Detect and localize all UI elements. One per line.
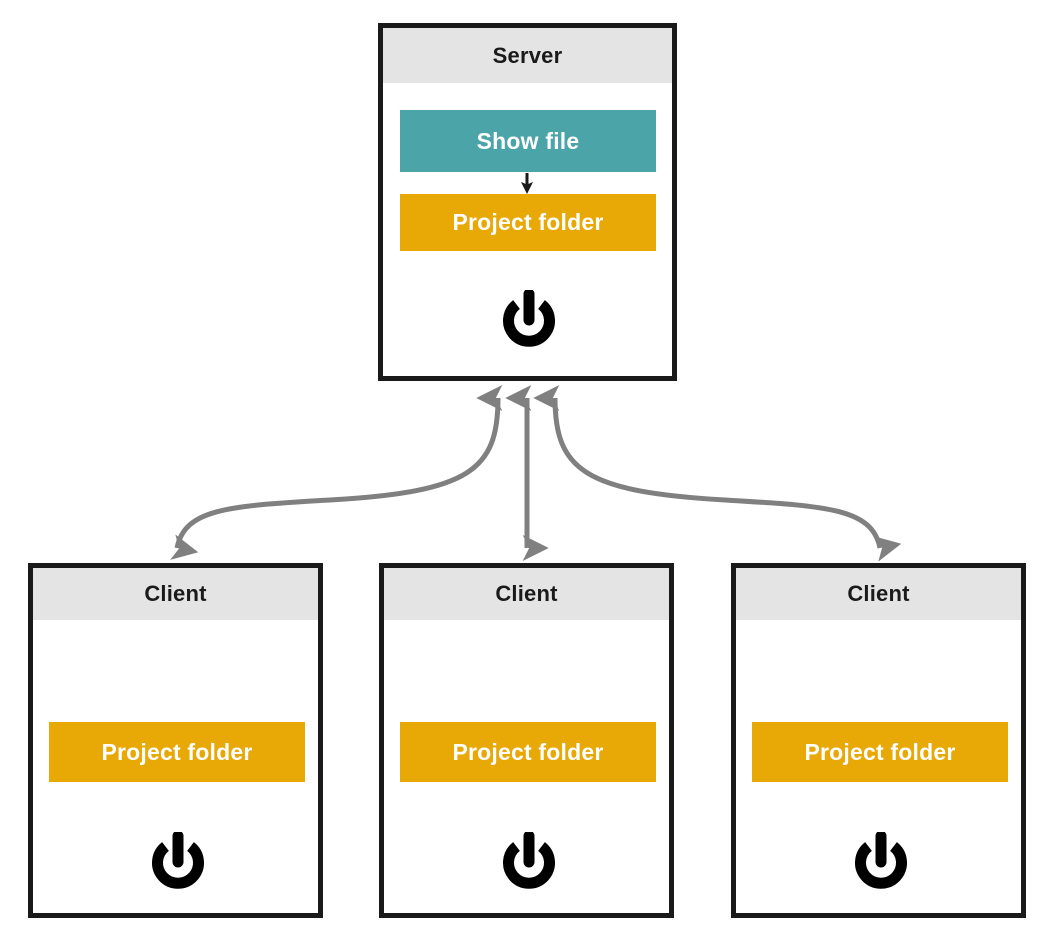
client-box-2[interactable]: Client Project folder	[379, 563, 674, 918]
client-1-project-folder-label: Project folder	[101, 738, 253, 765]
client-box-3[interactable]: Client Project folder	[731, 563, 1026, 918]
server-header: Server	[383, 28, 672, 83]
client-2-project-folder-label: Project folder	[452, 738, 604, 765]
show-file-to-project-folder-arrow	[521, 173, 533, 194]
client-2-project-folder-bar[interactable]: Project folder	[400, 722, 656, 782]
client-1-header: Client	[33, 568, 318, 620]
client-3-project-folder-label: Project folder	[804, 738, 956, 765]
client-3-power-icon[interactable]	[852, 832, 910, 894]
connector-server-to-client-right	[533, 384, 902, 562]
client-2-power-icon[interactable]	[500, 832, 558, 894]
client-box-1[interactable]: Client Project folder	[28, 563, 323, 918]
client-3-header: Client	[736, 568, 1021, 620]
client-1-power-icon[interactable]	[149, 832, 207, 894]
client-3-project-folder-bar[interactable]: Project folder	[752, 722, 1008, 782]
server-power-icon[interactable]	[500, 290, 558, 352]
server-project-folder-bar[interactable]: Project folder	[400, 194, 656, 251]
server-show-file-bar[interactable]: Show file	[400, 110, 656, 172]
client-3-title: Client	[847, 581, 910, 606]
client-2-title: Client	[495, 581, 558, 606]
client-1-title: Client	[144, 581, 207, 606]
client-2-header: Client	[384, 568, 669, 620]
connector-server-to-client-left	[170, 385, 503, 560]
server-show-file-label: Show file	[476, 127, 580, 154]
server-project-folder-label: Project folder	[452, 209, 604, 235]
server-title: Server	[492, 42, 563, 68]
server-box[interactable]: Server Show file Project folder	[378, 23, 677, 381]
client-1-project-folder-bar[interactable]: Project folder	[49, 722, 305, 782]
